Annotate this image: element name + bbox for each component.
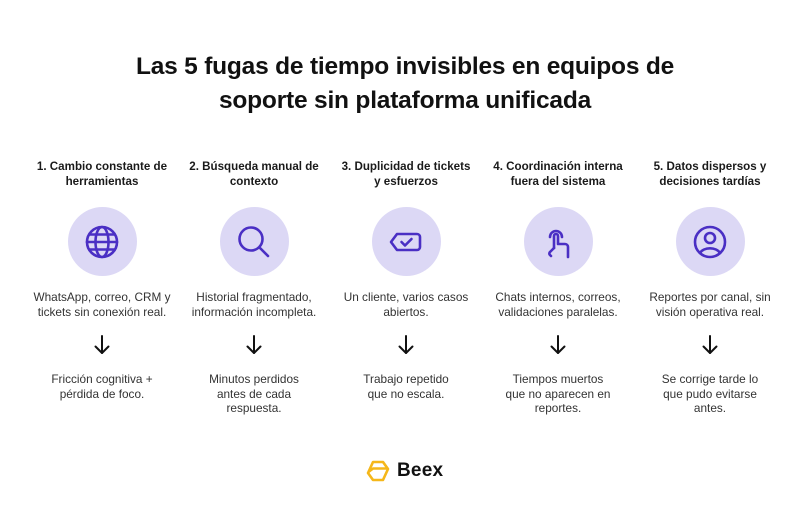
hexagon-logo-icon <box>366 460 390 482</box>
leak-heading: 2. Búsqueda manual de contexto <box>189 160 319 188</box>
leak-column-1: 1. Cambio constante de herramientas What… <box>26 159 178 429</box>
leak-result: Fricción cognitiva + pérdida de foco. <box>51 372 153 401</box>
logo-text: Beex <box>397 460 444 481</box>
search-icon <box>238 225 270 257</box>
leak-heading: 3. Duplicidad de tickets y esfuerzos <box>341 160 471 188</box>
arrow-down-icon <box>396 334 416 356</box>
arrow-down-icon <box>548 334 568 356</box>
leak-description: Historial fragmentado, información incom… <box>191 290 317 319</box>
leak-result: Trabajo repetido que no escala. <box>363 372 449 401</box>
arrow-down-icon <box>700 334 720 356</box>
icon-circle <box>523 207 593 276</box>
icon-circle <box>67 207 137 276</box>
leak-result: Tiempos muertos que no aparecen en repor… <box>505 372 611 415</box>
hand-tap-icon <box>548 229 570 258</box>
leak-heading: 5. Datos dispersos y decisiones tardías <box>653 160 767 188</box>
arrow-down-icon <box>244 334 264 356</box>
leak-result: Se corrige tarde lo que pudo evitarse an… <box>661 372 759 415</box>
icon-circle <box>675 207 745 276</box>
globe-icon <box>85 225 119 258</box>
icon-circle <box>219 207 289 276</box>
leak-heading: 4. Coordinación interna fuera del sistem… <box>493 160 623 188</box>
leak-column-2: 2. Búsqueda manual de contexto Historial… <box>178 159 330 429</box>
leak-column-3: 3. Duplicidad de tickets y esfuerzos Un … <box>330 159 482 429</box>
leak-column-4: 4. Coordinación interna fuera del sistem… <box>482 159 634 429</box>
time-leaks-columns: 1. Cambio constante de herramientas What… <box>26 159 786 429</box>
user-circle-icon <box>693 225 727 258</box>
leak-description: Reportes por canal, sin visión operativa… <box>649 290 771 319</box>
leak-result: Minutos perdidos antes de cada respuesta… <box>209 372 299 415</box>
leak-description: WhatsApp, correo, CRM y tickets sin cone… <box>33 290 171 319</box>
title-line-1: Las 5 fugas de tiempo invisibles en equi… <box>135 53 675 80</box>
leak-column-5: 5. Datos dispersos y decisiones tardías … <box>634 159 786 429</box>
title-line-2: soporte sin plataforma unificada <box>218 87 592 114</box>
leak-description: Chats internos, correos, validaciones pa… <box>495 290 621 319</box>
ticket-check-icon <box>389 232 422 251</box>
arrow-down-icon <box>92 334 112 356</box>
icon-circle <box>371 207 441 276</box>
leak-heading: 1. Cambio constante de herramientas <box>36 160 168 188</box>
page-title: Las 5 fugas de tiempo invisibles en equi… <box>0 50 810 118</box>
brand-logo: Beex <box>366 458 443 484</box>
leak-description: Un cliente, varios casos abiertos. <box>343 290 469 319</box>
